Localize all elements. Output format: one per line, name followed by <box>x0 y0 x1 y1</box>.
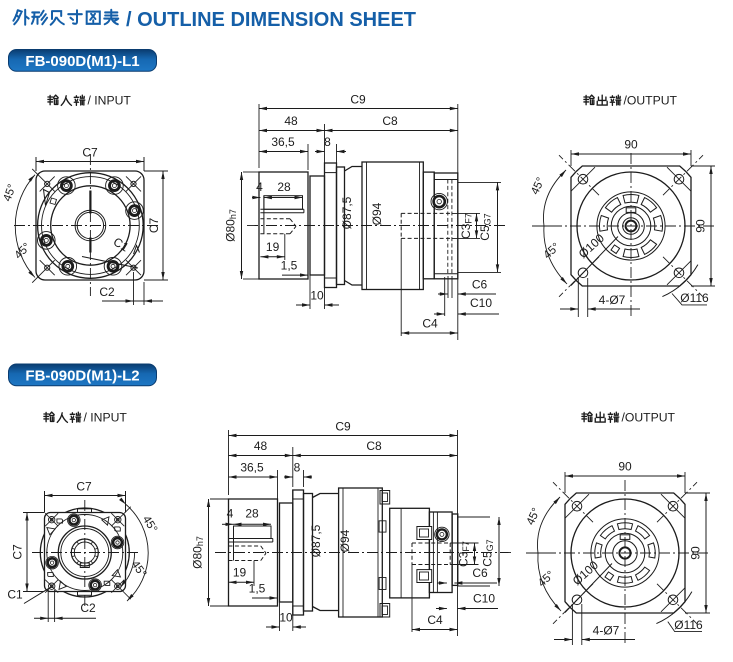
svg-text:FB-090D(M1)-L2: FB-090D(M1)-L2 <box>25 367 139 384</box>
svg-text:1,5: 1,5 <box>281 259 298 273</box>
svg-text:36,5: 36,5 <box>240 461 264 475</box>
svg-text:4: 4 <box>256 180 263 194</box>
svg-text:C2: C2 <box>80 601 96 615</box>
svg-text:C8: C8 <box>366 439 382 453</box>
svg-text:C3F7: C3F7 <box>457 541 472 567</box>
svg-text:Ø116: Ø116 <box>674 618 703 632</box>
svg-text:4-Ø7: 4-Ø7 <box>599 293 626 307</box>
svg-text:C7: C7 <box>76 480 92 494</box>
svg-text:Ø80h7: Ø80h7 <box>224 209 239 242</box>
svg-text:/ INPUT: / INPUT <box>88 94 132 108</box>
svg-text:8: 8 <box>294 461 301 475</box>
svg-text:C9: C9 <box>335 420 351 434</box>
svg-text:19: 19 <box>233 566 247 580</box>
svg-text:4: 4 <box>227 507 234 521</box>
svg-text:C4: C4 <box>422 317 438 331</box>
svg-text:C8: C8 <box>382 114 398 128</box>
svg-text:Ø94: Ø94 <box>370 202 384 225</box>
svg-text:C6: C6 <box>472 278 488 292</box>
svg-text:1,5: 1,5 <box>249 582 266 596</box>
svg-text:28: 28 <box>277 180 291 194</box>
svg-text:C1: C1 <box>7 588 23 602</box>
svg-text:/ INPUT: / INPUT <box>84 411 128 425</box>
svg-text:/OUTPUT: /OUTPUT <box>624 94 678 108</box>
svg-text:C3F7: C3F7 <box>459 213 474 239</box>
svg-text:/OUTPUT: /OUTPUT <box>622 411 676 425</box>
svg-text:C4: C4 <box>427 613 443 627</box>
svg-text:C1: C1 <box>111 235 132 255</box>
svg-text:4-Ø7: 4-Ø7 <box>593 624 620 638</box>
svg-text:90: 90 <box>624 138 638 152</box>
svg-text:Ø94: Ø94 <box>338 529 352 552</box>
svg-text:C7: C7 <box>147 218 161 234</box>
svg-text:90: 90 <box>694 219 708 233</box>
svg-text:C6: C6 <box>472 566 488 580</box>
svg-text:28: 28 <box>245 507 259 521</box>
svg-text:90: 90 <box>618 460 632 474</box>
svg-text:C5G7: C5G7 <box>481 539 496 566</box>
svg-text:19: 19 <box>266 240 280 254</box>
svg-text:10: 10 <box>279 611 293 625</box>
svg-text:C9: C9 <box>350 93 366 107</box>
svg-text:Ø87,5: Ø87,5 <box>309 524 323 557</box>
svg-text:FB-090D(M1)-L1: FB-090D(M1)-L1 <box>25 53 139 70</box>
svg-text:C7: C7 <box>11 544 25 560</box>
svg-text:8: 8 <box>324 135 331 149</box>
svg-text:C7: C7 <box>82 146 98 160</box>
svg-text:48: 48 <box>254 439 268 453</box>
svg-text:45°: 45° <box>2 183 19 203</box>
svg-text:36,5: 36,5 <box>271 135 295 149</box>
svg-text:C5G7: C5G7 <box>478 213 493 240</box>
svg-text:10: 10 <box>310 289 324 303</box>
svg-text:Ø87,5: Ø87,5 <box>340 196 354 229</box>
svg-text:C2: C2 <box>99 285 115 299</box>
svg-text:Ø116: Ø116 <box>680 291 709 305</box>
svg-text:Ø80h7: Ø80h7 <box>191 536 206 569</box>
svg-text:90: 90 <box>689 546 703 560</box>
svg-text:C10: C10 <box>473 592 495 606</box>
svg-text:C10: C10 <box>470 296 492 310</box>
svg-text:48: 48 <box>284 114 298 128</box>
svg-text:/ OUTLINE DIMENSION SHEET: / OUTLINE DIMENSION SHEET <box>126 9 416 31</box>
